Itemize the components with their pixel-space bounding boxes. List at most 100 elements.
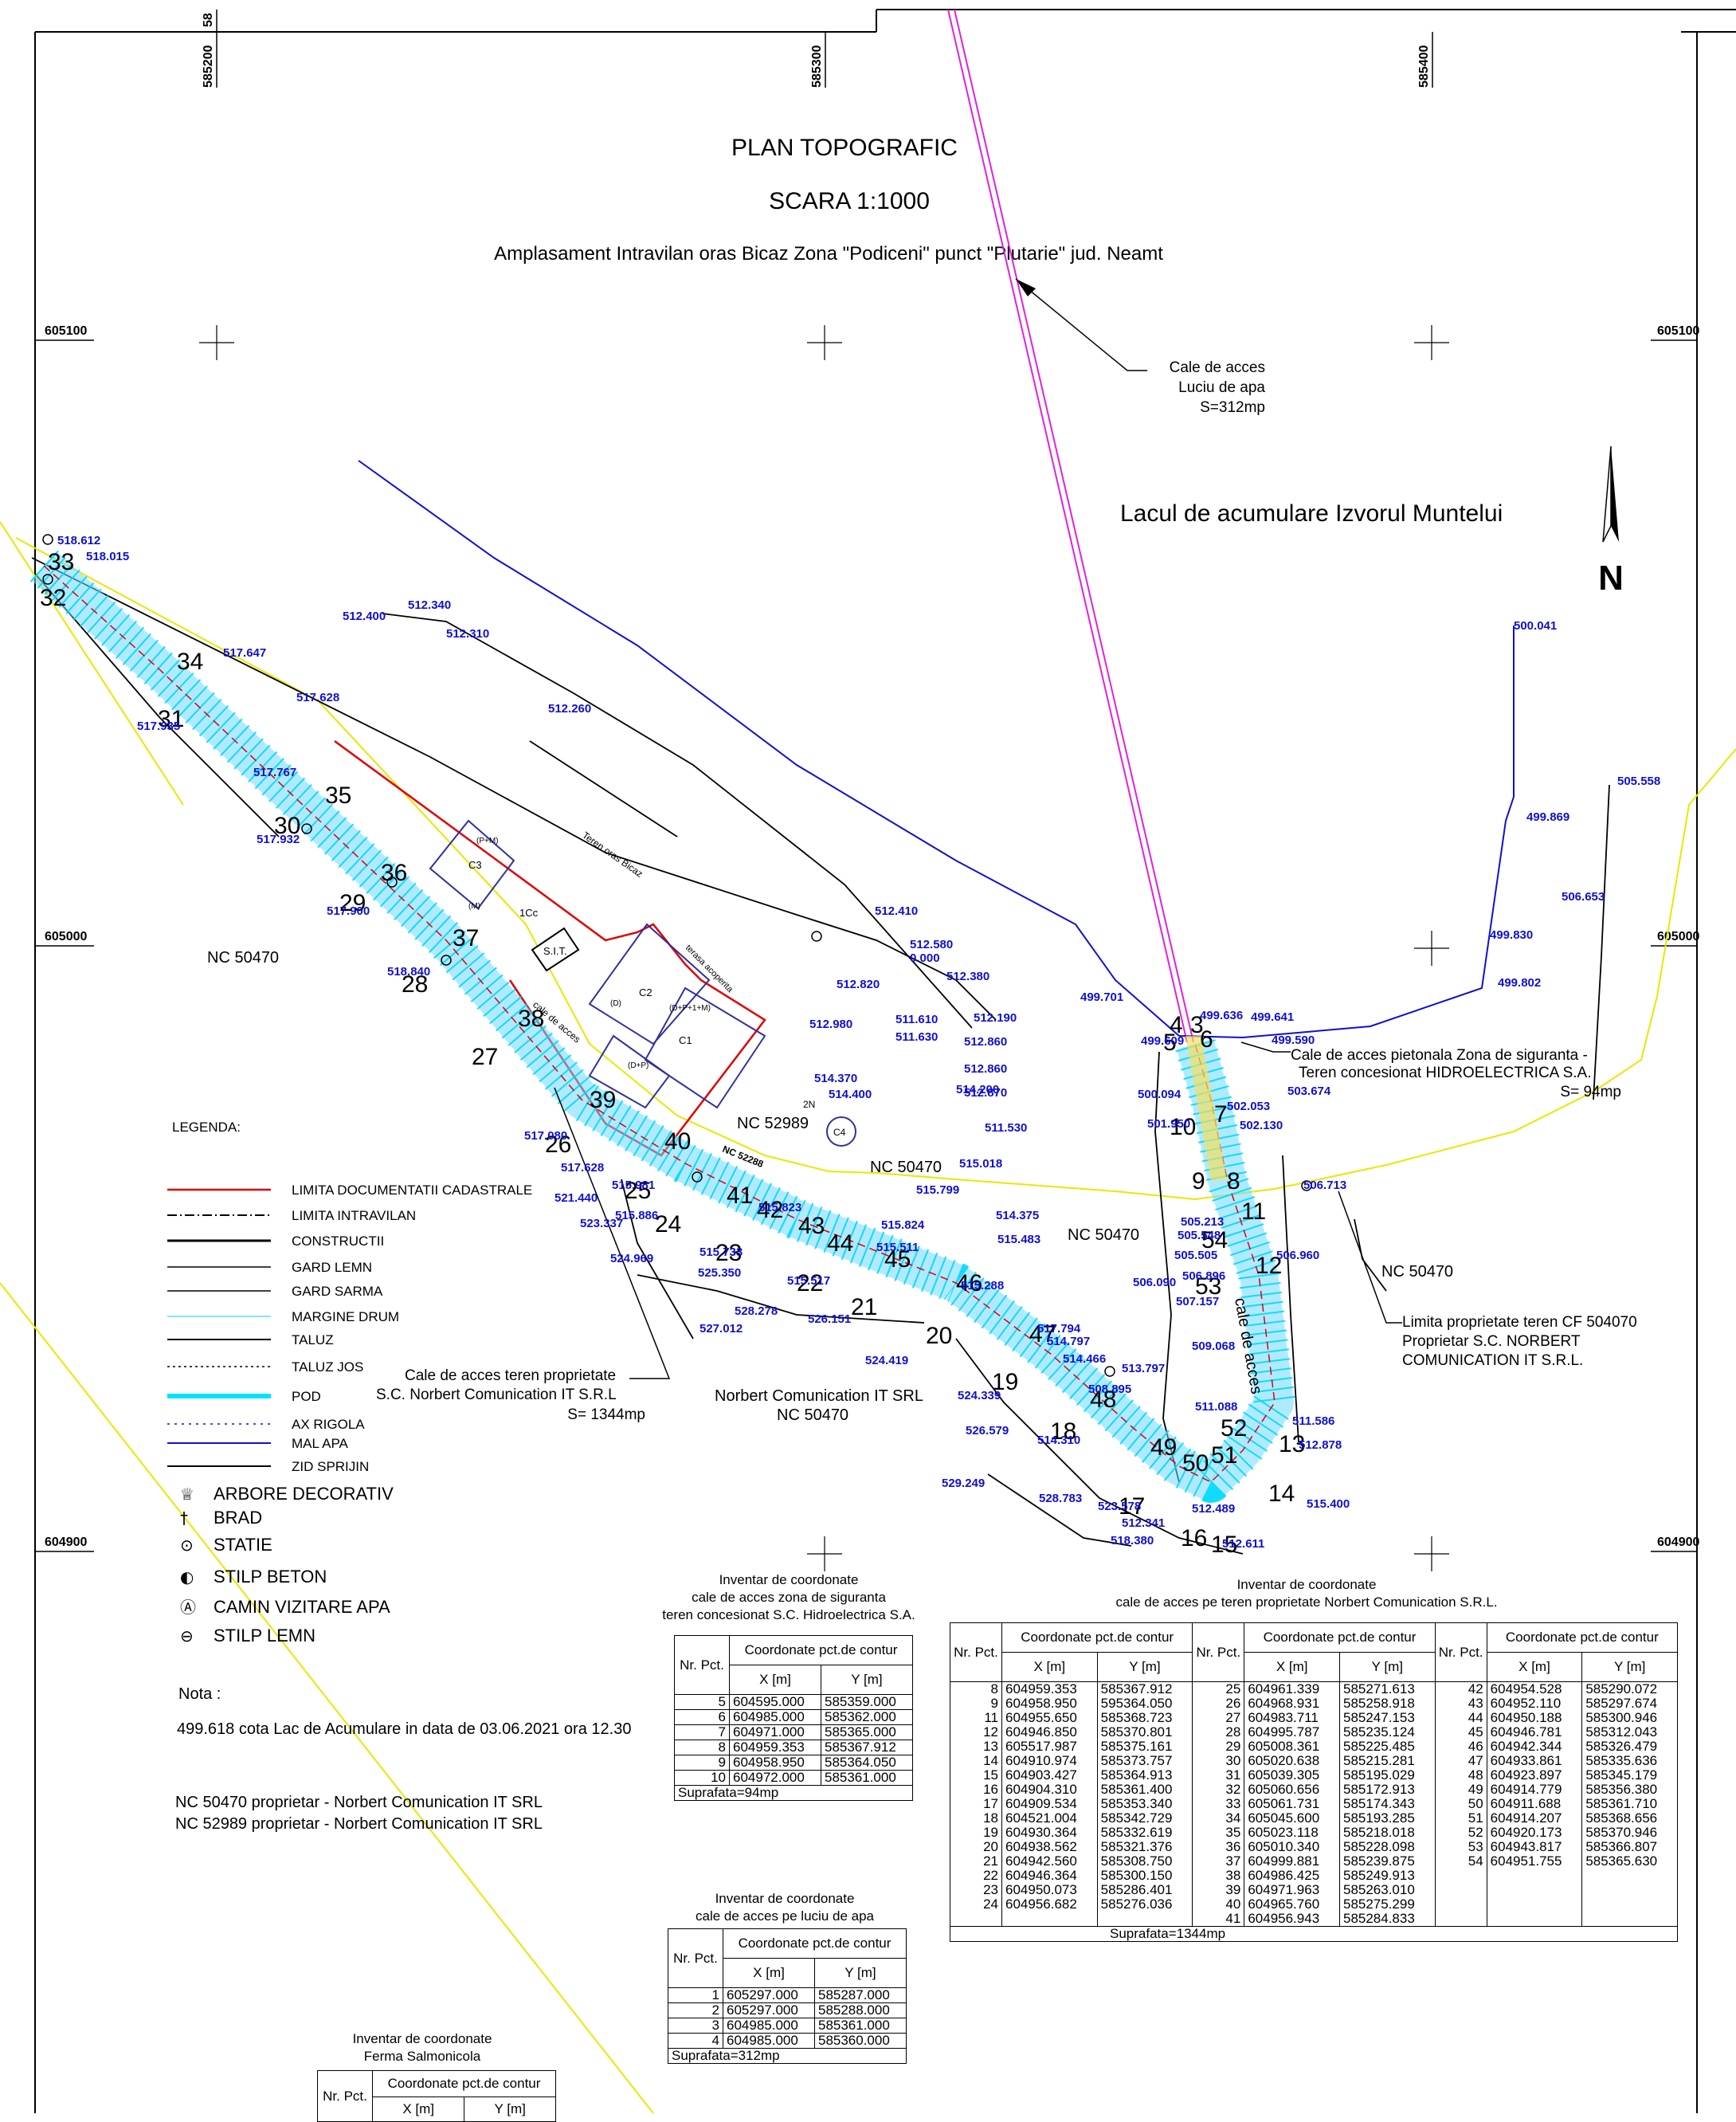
callout-pietonala-1: Cale de acces pietonala Zona de sigurant…	[1291, 1047, 1588, 1064]
elevation-label: 502.053	[1227, 1100, 1270, 1113]
table-cell: 585361.000	[820, 1770, 914, 1786]
label-c3: C3	[468, 859, 482, 871]
table-ferma: Nr. Pct. Coordonate pct.de contur X [m] …	[317, 2070, 556, 2122]
grid-crosses	[199, 325, 1449, 1571]
nota-title: Nota :	[178, 1685, 221, 1703]
map-title: PLAN TOPOGRAFIC	[731, 135, 958, 161]
callout-pietonala: Cale de acces pietonala Zona de sigurant…	[1240, 1041, 1621, 1100]
nota-owner-2: NC 52989 proprietar - Norbert Comunicati…	[175, 1815, 543, 1833]
table-cell: 585297.674	[1581, 1696, 1678, 1711]
label-m: (M)	[468, 902, 480, 911]
caption-luciu-1: Inventar de coordonate	[715, 1891, 855, 1906]
legend-line-label: ZID SPRIJIN	[292, 1459, 369, 1474]
head-nr-3: Nr. Pct.	[1434, 1622, 1487, 1682]
point-id-52: 52	[1221, 1415, 1247, 1441]
label-nc50470-d: NC 50470	[1381, 1263, 1453, 1281]
elevation-label: 499.869	[1526, 810, 1569, 824]
table-cell: 585326.479	[1581, 1740, 1678, 1754]
elevation-label: 514.400	[829, 1088, 872, 1101]
elevation-label: 514.200	[956, 1083, 999, 1096]
point-id-33: 33	[48, 549, 74, 575]
point-id-16: 16	[1181, 1525, 1207, 1551]
table-cell: 585225.485	[1338, 1740, 1436, 1754]
point-id-34: 34	[177, 649, 203, 675]
caption-luciu-2: cale de acces pe luciu de apa	[696, 1908, 874, 1924]
table-cell: 33	[1192, 1797, 1245, 1811]
table-cell: 19	[950, 1826, 1002, 1840]
table-cell: 585364.913	[1096, 1768, 1193, 1783]
grid-right-604900: 604900	[1657, 1536, 1699, 1549]
elevation-label: 512.400	[343, 610, 386, 623]
callout-limita-2: Proprietar S.C. NORBERT	[1402, 1333, 1581, 1350]
point-id-38: 38	[518, 1006, 544, 1032]
elevation-label: 517.794	[1037, 1322, 1081, 1336]
table-cell: 15	[950, 1768, 1002, 1783]
point-id-24: 24	[655, 1211, 681, 1238]
head-nr-2: Nr. Pct.	[1192, 1622, 1245, 1682]
table-cell: 585368.656	[1581, 1811, 1678, 1826]
table-cell: 27	[1192, 1711, 1245, 1725]
table-cell: 604986.425	[1244, 1869, 1340, 1883]
elevation-label: 506.090	[1133, 1276, 1176, 1289]
table-cell: 604952.110	[1486, 1696, 1583, 1711]
table-cell: 51	[1434, 1811, 1487, 1826]
elevation-label: 515.517	[787, 1274, 830, 1288]
table-cell: 40	[1192, 1897, 1245, 1912]
elevation-label: 502.130	[1240, 1119, 1283, 1132]
table-cell: 585368.723	[1096, 1711, 1193, 1725]
elevation-label: 528.278	[735, 1304, 778, 1318]
table-luciu: Nr. Pct. Coordonate pct.de contur X [m] …	[668, 1928, 907, 2064]
water-manhole-icon: Ⓐ	[180, 1598, 196, 1617]
head-y: Y [m]	[820, 1665, 914, 1695]
callout-luciu: Cale de acces Luciu de apa S=312mp	[1015, 278, 1265, 416]
table-cell: 585364.050	[820, 1755, 914, 1771]
sit-box: S.I.T.	[531, 927, 580, 972]
nota-owner-1: NC 50470 proprietar - Norbert Comunicati…	[175, 1794, 543, 1811]
point-id-13: 13	[1279, 1431, 1305, 1457]
legend-symbol-label: BRAD	[214, 1508, 262, 1528]
table-cell: 42	[1434, 1681, 1487, 1696]
point-id-19: 19	[992, 1369, 1018, 1395]
head-coord: Coordonate pct.de contur	[729, 1635, 913, 1665]
legend-symbol-label: STILP LEMN	[214, 1626, 315, 1645]
elevation-label: 518.380	[1111, 1534, 1154, 1547]
head-x: X [m]	[729, 1665, 821, 1695]
point-id-36: 36	[381, 860, 407, 886]
table-cell: 605061.731	[1244, 1797, 1340, 1811]
elevation-labels: 518.612518.015517.647517.628517.935517.7…	[57, 534, 1660, 1551]
elevation-label: 515.733	[699, 1245, 743, 1259]
table-cell: 24	[950, 1897, 1002, 1912]
head-y: Y [m]	[464, 2097, 556, 2122]
footer-luciu: Suprafata=312mp	[668, 2048, 907, 2064]
legend-symbol-label: ARBORE DECORATIV	[214, 1484, 394, 1504]
table-cell: 604914.207	[1486, 1811, 1583, 1826]
table-cell: 1	[668, 1987, 723, 2003]
table-cell: 585361.000	[813, 2018, 907, 2034]
elevation-label: 515.483	[997, 1233, 1040, 1246]
table-cell: 585239.875	[1338, 1854, 1436, 1869]
table-cell: 21	[950, 1854, 1002, 1869]
elevation-label: 529.249	[942, 1477, 985, 1490]
table-cell: 585174.343	[1338, 1797, 1436, 1811]
label-cc: 1Cc	[519, 907, 539, 919]
table-cell: 605297.000	[723, 2002, 815, 2018]
elevation-label: 506.896	[1182, 1269, 1225, 1283]
elevation-label: 512.860	[964, 1062, 1007, 1076]
table-cell: 605008.361	[1244, 1740, 1340, 1754]
table-cell: 604958.950	[729, 1755, 821, 1771]
table-cell: 43	[1434, 1696, 1487, 1711]
table-cell: 8	[674, 1740, 730, 1755]
callout-teren-2: S.C. Norbert Comunication IT S.R.L	[376, 1387, 617, 1403]
table-cell: 50	[1434, 1797, 1487, 1811]
elevation-label: 515.018	[959, 1157, 1002, 1171]
head-coord-2: Coordonate pct.de contur	[1244, 1622, 1436, 1653]
